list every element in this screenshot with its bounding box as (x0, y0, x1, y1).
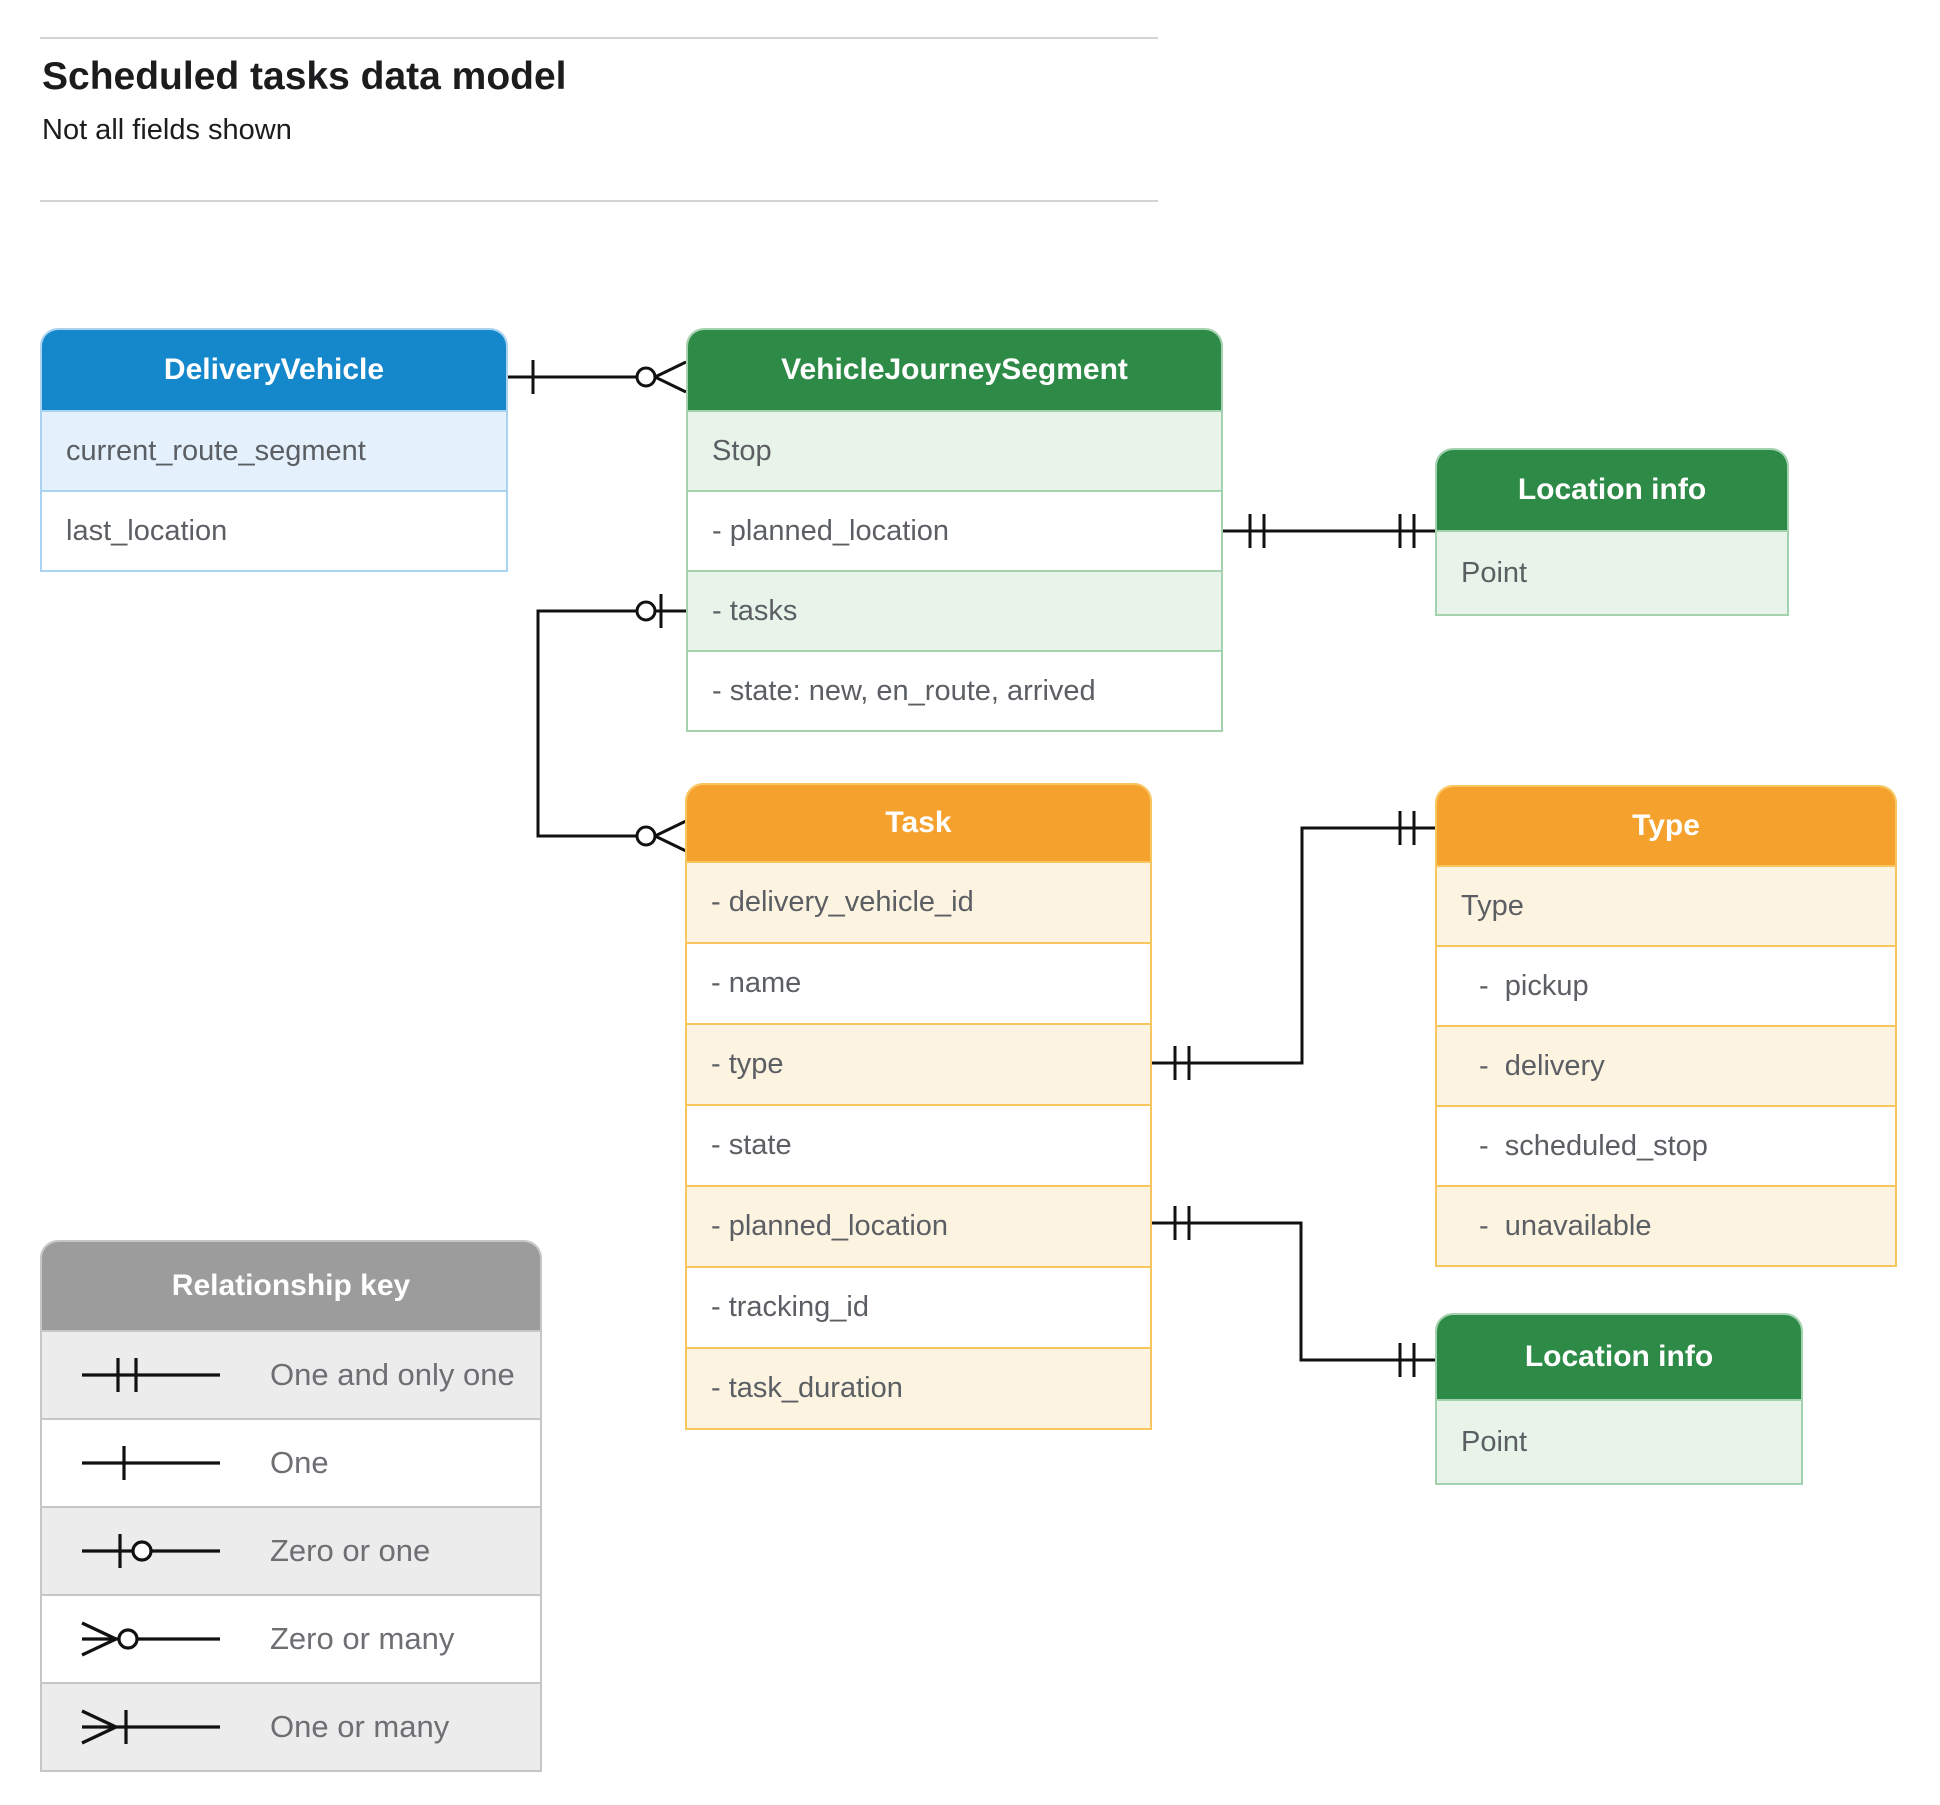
field-name: - name (687, 942, 1150, 1023)
field-current-route-segment: current_route_segment (42, 410, 506, 490)
field-stop: Stop (688, 410, 1221, 490)
field-state: - state (687, 1104, 1150, 1185)
entity-task-title: Task (687, 785, 1150, 861)
one-and-only-one-icon (82, 1358, 220, 1392)
entity-type-title: Type (1437, 787, 1895, 865)
zero-or-many-icon (81, 1621, 220, 1657)
field-task-duration: - task_duration (687, 1347, 1150, 1428)
legend-item-zero-or-one: Zero or one (42, 1506, 540, 1594)
connector-task-type-to-type (1152, 811, 1435, 1080)
field-tasks: - tasks (688, 570, 1221, 650)
top-divider (40, 37, 1158, 39)
legend-label: One and only one (270, 1357, 515, 1392)
entity-type: Type Type - pickup - delivery - schedule… (1435, 785, 1897, 1267)
legend-label: Zero or many (270, 1621, 455, 1656)
legend-item-zero-or-many: Zero or many (42, 1594, 540, 1682)
one-icon (82, 1446, 220, 1480)
entity-location-info-bottom: Location info Point (1435, 1313, 1803, 1485)
connector-vjs-plannedlocation-to-locationinfo (1223, 514, 1435, 548)
entity-vehicle-journey-segment-title: VehicleJourneySegment (688, 330, 1221, 410)
connector-vjs-tasks-to-task (536, 594, 687, 853)
title-divider (40, 200, 1158, 202)
relationship-key-title: Relationship key (42, 1242, 540, 1330)
field-type: - type (687, 1023, 1150, 1104)
entity-location-info-top: Location info Point (1435, 448, 1789, 616)
field-point: Point (1437, 530, 1787, 614)
entity-location-info-top-title: Location info (1437, 450, 1787, 530)
page-subtitle: Not all fields shown (42, 114, 292, 146)
legend-item-one-and-only-one: One and only one (42, 1330, 540, 1418)
field-type-header: Type (1437, 865, 1895, 945)
field-pickup: - pickup (1437, 945, 1895, 1025)
field-planned-location: - planned_location (687, 1185, 1150, 1266)
field-last-location: last_location (42, 490, 506, 570)
connector-task-plannedlocation-to-locationinfo (1152, 1206, 1435, 1377)
field-delivery: - delivery (1437, 1025, 1895, 1105)
entity-delivery-vehicle: DeliveryVehicle current_route_segment la… (40, 328, 508, 572)
entity-vehicle-journey-segment: VehicleJourneySegment Stop - planned_loc… (686, 328, 1223, 732)
legend-label: One (270, 1445, 329, 1480)
entity-location-info-bottom-title: Location info (1437, 1315, 1801, 1399)
field-unavailable: - unavailable (1437, 1185, 1895, 1265)
field-delivery-vehicle-id: - delivery_vehicle_id (687, 861, 1150, 942)
field-state: - state: new, en_route, arrived (688, 650, 1221, 730)
entity-task: Task - delivery_vehicle_id - name - type… (685, 783, 1152, 1430)
connector-deliveryvehicle-to-vehiclejourneysegment (506, 360, 687, 394)
page-title: Scheduled tasks data model (42, 55, 567, 98)
legend-item-one-or-many: One or many (42, 1682, 540, 1770)
field-planned-location: - planned_location (688, 490, 1221, 570)
field-point: Point (1437, 1399, 1801, 1483)
relationship-key: Relationship key One and only one One Ze… (40, 1240, 542, 1772)
field-scheduled-stop: - scheduled_stop (1437, 1105, 1895, 1185)
legend-label: One or many (270, 1709, 450, 1744)
zero-or-one-icon (82, 1534, 220, 1568)
legend-label: Zero or one (270, 1533, 431, 1568)
legend-item-one: One (42, 1418, 540, 1506)
one-or-many-icon (81, 1709, 220, 1745)
field-tracking-id: - tracking_id (687, 1266, 1150, 1347)
entity-delivery-vehicle-title: DeliveryVehicle (42, 330, 506, 410)
